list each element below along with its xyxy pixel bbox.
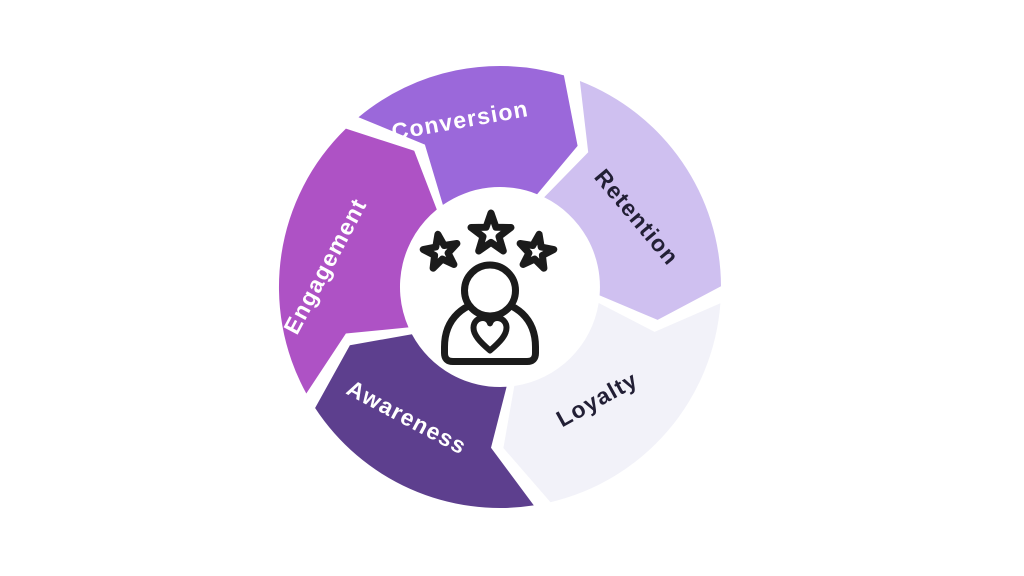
customer-icon — [419, 209, 558, 365]
segment-loyalty — [503, 303, 721, 503]
segment-retention — [544, 81, 721, 320]
star-icon — [516, 230, 558, 272]
star-icon — [467, 209, 515, 255]
segment-engagement — [278, 128, 437, 394]
segment-conversion — [358, 65, 578, 205]
segments-group — [278, 65, 721, 508]
star-icon — [419, 230, 461, 272]
person-head — [461, 261, 519, 320]
segment-awareness — [315, 334, 534, 508]
heart-icon — [470, 315, 510, 354]
